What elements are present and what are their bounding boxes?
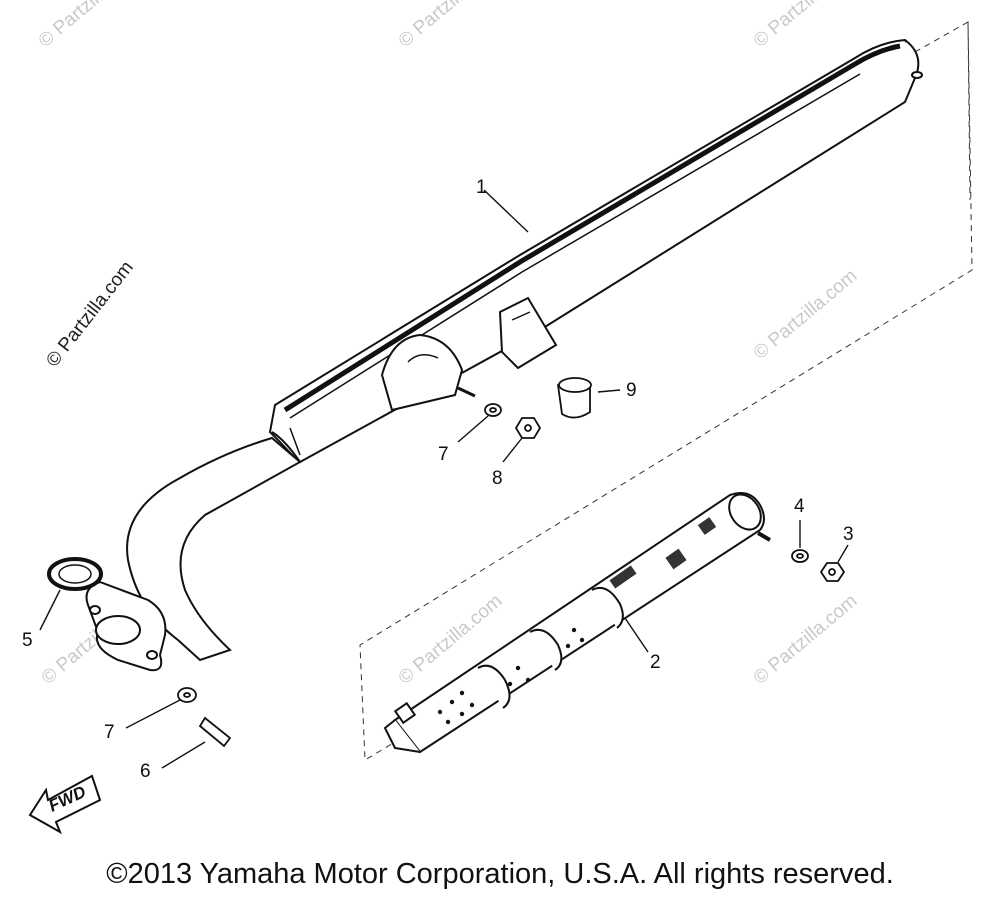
watermark: © Partzilla.com: [35, 0, 147, 52]
callout-2: 2: [650, 652, 661, 673]
baffle-tube: [383, 492, 772, 754]
copyright-notice: ©2013 Yamaha Motor Corporation, U.S.A. A…: [106, 858, 894, 890]
callout-7-lower: 7: [104, 722, 115, 743]
muffler-assembly: [85, 38, 923, 672]
watermark: © Partzilla.com: [395, 0, 507, 52]
watermark-dark: © Partzilla.com: [42, 257, 137, 371]
callout-labels: 1 2 3 4 5 6 7 7 8 9: [22, 177, 854, 782]
callout-1: 1: [476, 177, 487, 198]
callout-7-upper: 7: [438, 444, 449, 465]
gasket: [47, 557, 103, 591]
small-parts: [177, 377, 846, 748]
callout-8: 8: [492, 468, 503, 489]
watermark: © Partzilla.com: [750, 265, 862, 363]
callout-5: 5: [22, 630, 33, 651]
callout-9: 9: [626, 380, 637, 401]
dashed-guide-lines: [359, 21, 973, 761]
forward-arrow-icon: FWD: [28, 774, 102, 835]
callout-6: 6: [140, 761, 151, 782]
leader-lines: [39, 189, 849, 769]
callout-3: 3: [843, 524, 854, 545]
watermark: © Partzilla.com: [750, 590, 862, 688]
watermark: © Partzilla.com: [750, 0, 862, 52]
callout-4: 4: [794, 496, 805, 517]
